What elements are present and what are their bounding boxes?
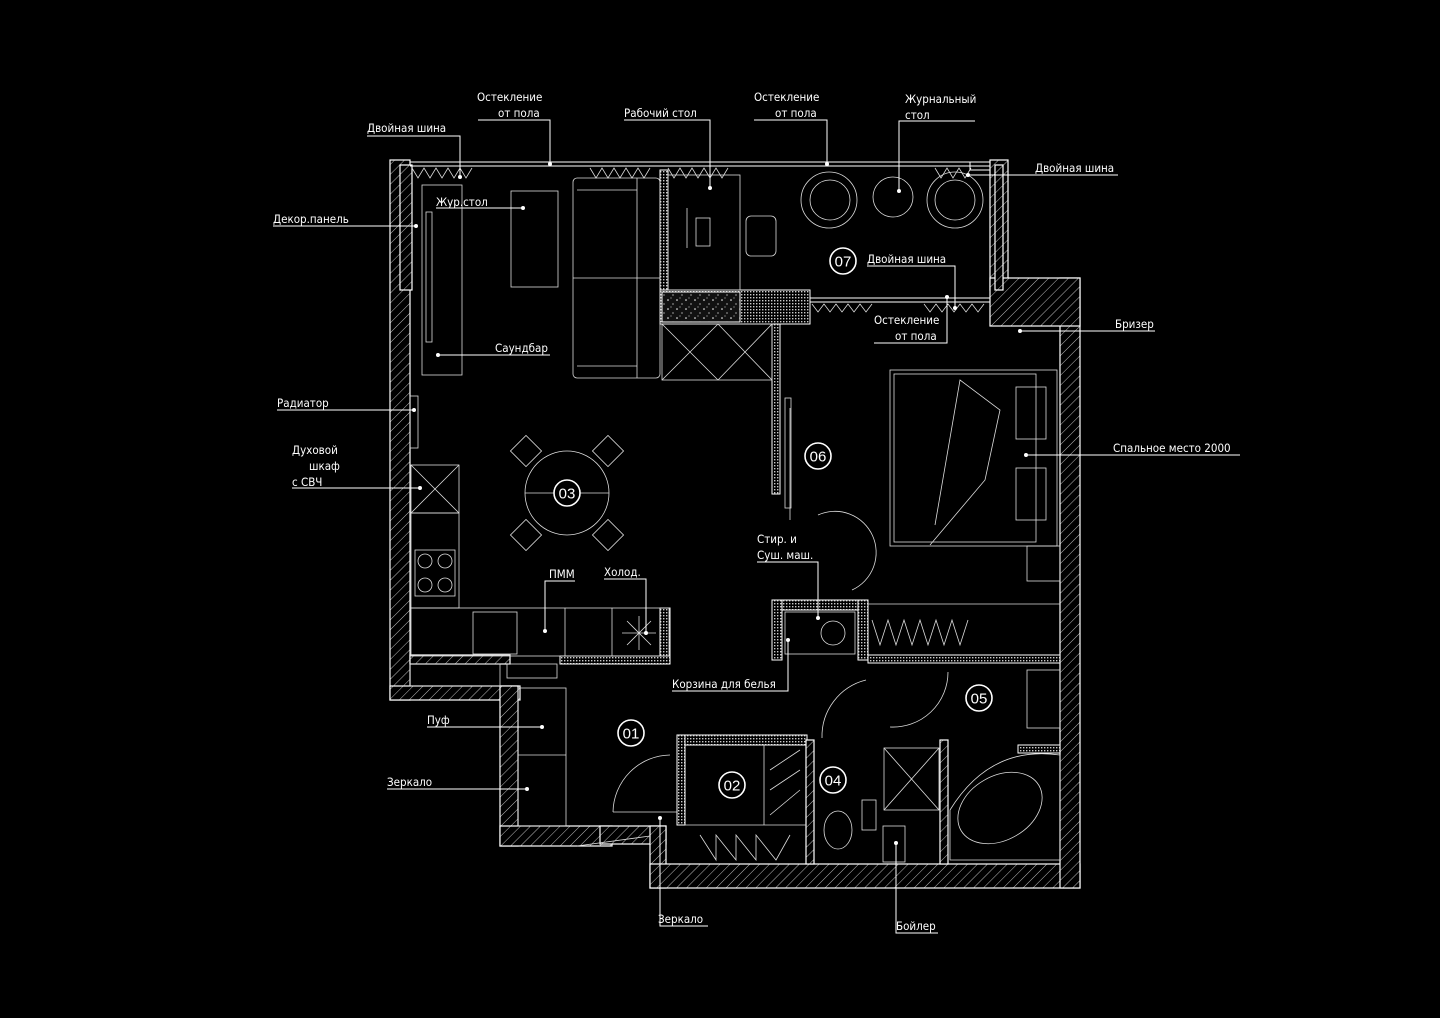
desk-chair (745, 215, 777, 257)
room-number: 07 (835, 254, 852, 271)
room-number: 04 (825, 773, 842, 790)
callout-coffee-table-short: Жур.стол (436, 195, 525, 210)
callout-label: Зеркало (387, 775, 432, 789)
room-06: 06 (804, 442, 832, 470)
callout-glazing: Остекление от пола (874, 295, 949, 344)
furniture (409, 171, 1061, 863)
boiler (882, 825, 906, 863)
room-markers: 01 02 03 04 05 06 07 (553, 247, 993, 799)
callout-label: Корзина для белья (672, 677, 776, 691)
room-number: 02 (724, 778, 741, 795)
callout-work-desk: Рабочий стол (624, 106, 712, 190)
callout-bed: Спальное место 2000 (1024, 441, 1240, 457)
tv-unit (421, 184, 463, 376)
callout-label: Двойная шина (1035, 161, 1114, 175)
callout-breather: Бризер (1018, 317, 1155, 333)
callout-label: от пола (775, 106, 817, 120)
callout-pouf: Пуф (427, 713, 544, 729)
callout-label: Бризер (1115, 317, 1154, 331)
callout-label: Двойная шина (367, 121, 446, 135)
callout-mirror: Зеркало (658, 816, 708, 927)
callout-label: ПММ (549, 567, 575, 581)
coffee-table (510, 190, 559, 288)
cooktop (414, 549, 456, 597)
callout-double-rail: Двойная шина (966, 161, 1118, 177)
callout-label: Бойлер (896, 919, 936, 933)
callout-oven: Духовой шкаф с СВЧ (292, 443, 422, 490)
callout-double-rail: Двойная шина (867, 252, 957, 310)
callout-label: с СВЧ (292, 475, 322, 489)
callout-label: Остекление (477, 90, 542, 104)
callout-fridge: Холод. (604, 565, 648, 635)
callout-label: Журнальный (905, 92, 976, 106)
callout-boiler: Бойлер (894, 841, 938, 934)
radiator (409, 395, 419, 449)
bathtub (949, 753, 1061, 861)
walls (389, 159, 1081, 889)
keyboard (695, 217, 711, 247)
callout-label: Остекление (754, 90, 819, 104)
toilet (823, 810, 853, 850)
callout-label: Спальное место 2000 (1113, 441, 1231, 455)
callout-label: Суш. маш. (757, 548, 813, 562)
counter (410, 607, 670, 657)
callout-label: от пола (498, 106, 540, 120)
shower (883, 747, 940, 811)
callout-label: Духовой (292, 443, 338, 457)
room-number: 06 (810, 449, 827, 466)
callout-label: Пуф (427, 713, 450, 727)
room-07: 07 (829, 247, 857, 275)
room-number: 03 (559, 486, 576, 503)
callout-decor-panel: Декор.панель (273, 212, 418, 228)
snowflake-icon (622, 616, 656, 650)
callout-label: Декор.панель (273, 212, 349, 226)
callout-double-rail: Двойная шина (367, 121, 462, 179)
callout-label: Саундбар (495, 341, 548, 355)
callout-label: от пола (895, 329, 937, 343)
room-number: 01 (623, 726, 640, 743)
callouts: Двойная шина Остекление от пола Рабочий с… (273, 90, 1240, 934)
callout-label: Жур.стол (436, 195, 488, 209)
callout-mirror: Зеркало (387, 775, 529, 791)
sink (472, 611, 518, 655)
callout-label: Радиатор (277, 396, 329, 410)
bed (889, 369, 1058, 547)
callout-glazing: Остекление от пола (477, 90, 552, 166)
desk (667, 174, 741, 291)
callout-glazing: Остекление от пола (754, 90, 829, 166)
callout-coffee-table: Журнальный стол (897, 92, 976, 193)
callout-dishwasher: ПММ (543, 567, 575, 633)
callout-label: Стир. и (757, 532, 797, 546)
callout-label: Рабочий стол (624, 106, 697, 120)
room-04: 04 (819, 766, 847, 794)
room-number: 05 (971, 691, 988, 708)
round-table (872, 176, 914, 218)
callout-label: Зеркало (658, 912, 703, 926)
room-05: 05 (965, 684, 993, 712)
callout-label: Холод. (604, 565, 641, 579)
callout-label: шкаф (309, 459, 340, 473)
callout-soundbar: Саундбар (436, 341, 550, 357)
room-03: 03 (553, 479, 581, 507)
washer (784, 611, 856, 655)
callout-radiator: Радиатор (277, 396, 416, 412)
room-02: 02 (718, 771, 746, 799)
callout-label: стол (905, 108, 930, 122)
callout-washer: Стир. и Суш. маш. (757, 532, 820, 620)
callout-label: Двойная шина (867, 252, 946, 266)
callout-laundry-basket: Корзина для белья (672, 638, 790, 692)
tv (425, 211, 433, 343)
room-01: 01 (617, 719, 645, 747)
callout-label: Остекление (874, 313, 939, 327)
